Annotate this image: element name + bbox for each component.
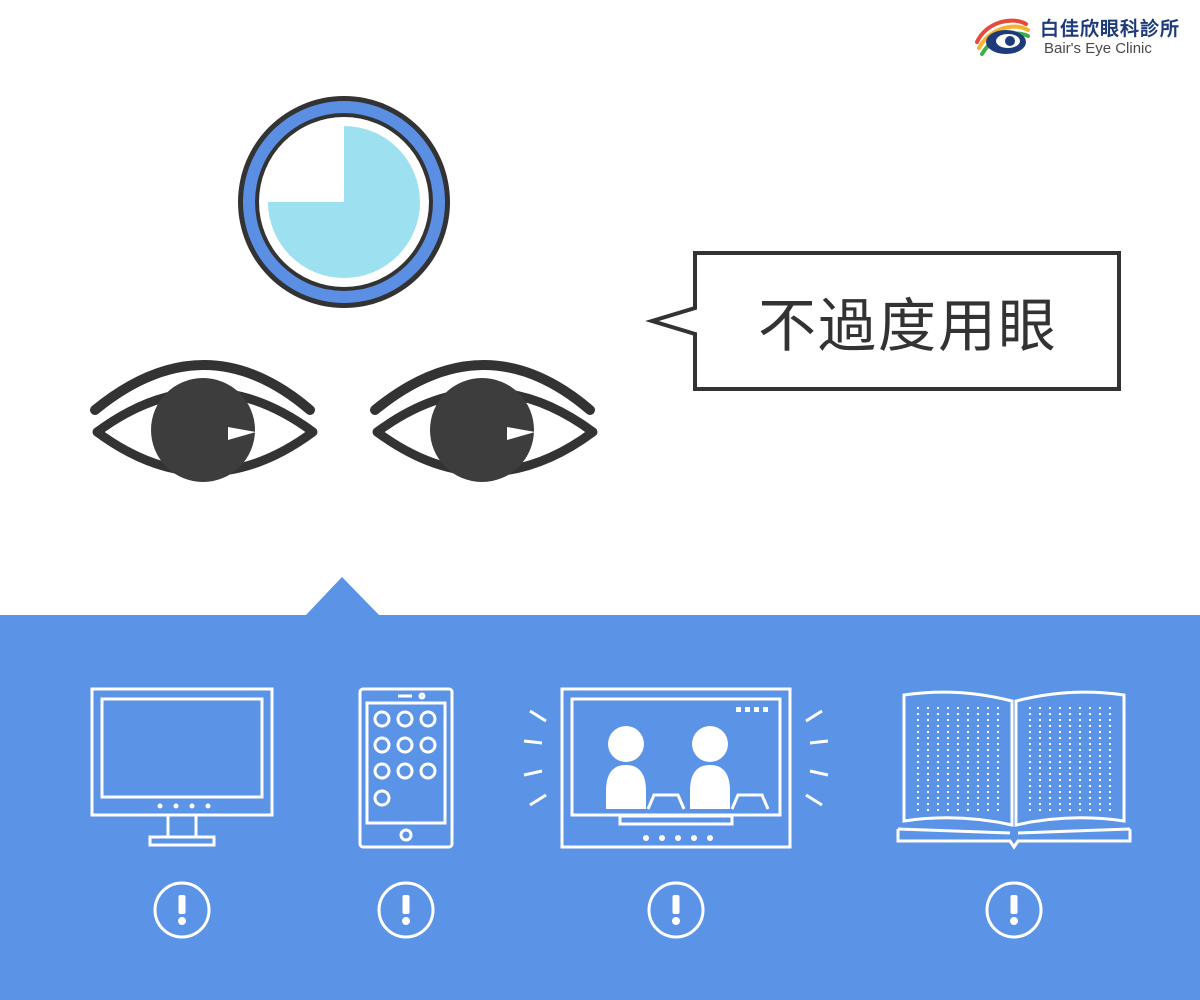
book-icon — [896, 690, 1132, 850]
monitor-icon — [90, 687, 274, 847]
tv-icon — [523, 687, 829, 849]
warning-icon — [647, 881, 705, 939]
tablet-icon — [358, 687, 454, 849]
speech-bubble-text: 不過度用眼 — [757, 292, 1058, 360]
clinic-logo-icon — [975, 18, 1030, 56]
clinic-logo: 白佳欣眼科診所 Bair's Eye Clinic — [972, 10, 1192, 60]
speech-bubble — [645, 251, 1121, 391]
warning-icon — [985, 881, 1043, 939]
clinic-name-en: Bair's Eye Clinic — [1044, 40, 1152, 57]
eye-right-icon — [370, 360, 598, 482]
warning-icon — [377, 881, 435, 939]
top-illustration — [90, 96, 1121, 615]
clinic-name-zh: 白佳欣眼科診所 — [1040, 18, 1181, 40]
warning-icon — [153, 881, 211, 939]
devices-panel — [0, 615, 1200, 1000]
clock-icon — [238, 96, 450, 308]
panel-pointer — [305, 577, 380, 615]
eye-left-icon — [90, 360, 318, 482]
